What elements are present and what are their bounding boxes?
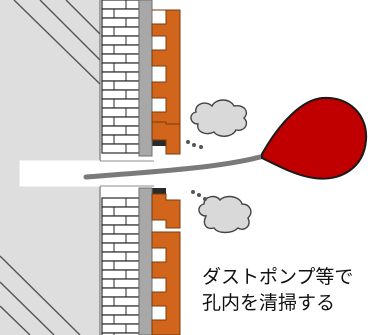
- brick-row: [101, 116, 140, 127]
- brick-row: [101, 53, 140, 64]
- brick-row: [101, 62, 140, 73]
- dust-pump-bulb: [261, 96, 368, 180]
- brick-row: [101, 80, 140, 91]
- concrete-hatch-bottom: [0, 255, 81, 335]
- brick-row: [101, 98, 140, 109]
- brick-row: [101, 251, 140, 262]
- pump-nozzle: [83, 153, 267, 180]
- caption-line-2: 孔内を清掃する: [202, 292, 336, 314]
- face-tile-lower-1: [151, 193, 181, 229]
- caption-line-1: ダストポンプ等で: [202, 266, 354, 288]
- dust-cloud-upper: [190, 99, 248, 137]
- brick-row: [101, 206, 140, 217]
- mortar-layer-bottom: [138, 187, 153, 335]
- brick-row: [101, 323, 140, 334]
- face-tile-mid: [151, 121, 181, 155]
- mortar-layer-top: [138, 0, 153, 157]
- tile-gap-shadow: [152, 140, 166, 146]
- face-tile-lower-2: [151, 231, 181, 335]
- brick-row: [101, 314, 140, 325]
- brick-row: [101, 233, 140, 244]
- brick-row: [101, 287, 140, 298]
- brick-row: [101, 17, 140, 28]
- brick-row: [101, 26, 140, 37]
- brick-row: [101, 296, 140, 307]
- brick-row: [101, 8, 140, 19]
- brick-row: [101, 260, 140, 271]
- brick-row: [101, 71, 140, 82]
- brick-row: [101, 332, 140, 335]
- brick-row: [101, 143, 140, 154]
- brick-row: [101, 215, 140, 226]
- dust-cloud-lower-trail: [191, 190, 207, 201]
- brick-row: [101, 269, 140, 280]
- brick-row: [101, 242, 140, 253]
- tile-gap-shadow: [152, 188, 166, 196]
- brick-row: [101, 35, 140, 46]
- brick-row: [101, 0, 140, 10]
- brick-row: [101, 197, 140, 208]
- concrete-hatch-top: [13, 0, 101, 85]
- brick-row: [101, 89, 140, 100]
- brick-row: [101, 305, 140, 316]
- dust-cloud-lower: [198, 195, 252, 234]
- brick-row: [101, 224, 140, 235]
- face-tile-upper: [151, 9, 181, 141]
- brick-row: [101, 125, 140, 136]
- brick-row: [101, 278, 140, 289]
- dust-cloud-upper-trail: [186, 140, 203, 149]
- brick-row: [101, 107, 140, 118]
- brick-row: [101, 44, 140, 55]
- brick-row: [101, 134, 140, 145]
